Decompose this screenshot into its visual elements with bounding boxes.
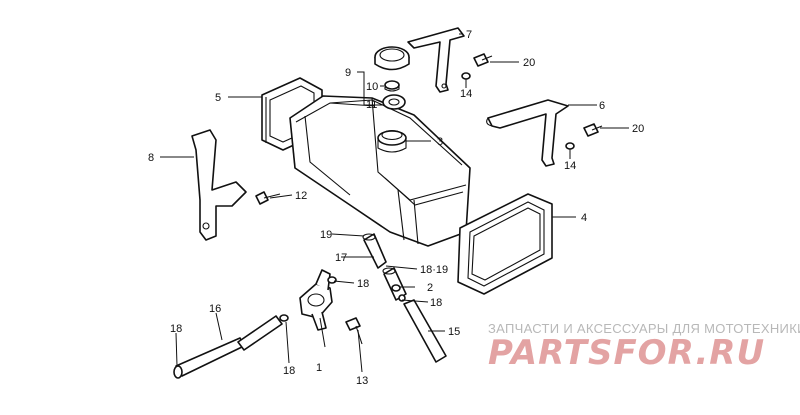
part-17-fuel-joint <box>362 233 387 269</box>
part-14-washer-lower <box>565 142 575 150</box>
callout-14-upper: 14 <box>460 88 472 100</box>
part-20-bolt-lower <box>583 123 603 137</box>
callout-11: 11 <box>366 99 377 111</box>
callout-6: 6 <box>599 100 605 112</box>
callout-1: 1 <box>316 362 322 374</box>
part-7-upper-bracket <box>407 27 465 93</box>
part-12-bolt <box>255 191 281 205</box>
callout-7: 7 <box>466 29 472 41</box>
callout-14-lower: 14 <box>564 160 576 172</box>
callout-18-joint: 18 <box>357 278 369 290</box>
callout-2: 2 <box>427 282 433 294</box>
watermark-caption: ЗАПЧАСТИ И АКСЕССУАРЫ ДЛЯ МОТОТЕХНИКИ <box>488 321 800 336</box>
part-3-fuel-tank <box>289 95 471 247</box>
part-2-fuel-filter <box>382 267 407 302</box>
callout-13: 13 <box>356 375 368 387</box>
callout-10: 10 <box>366 81 378 93</box>
callout-4: 4 <box>581 212 587 224</box>
callout-16: 16 <box>209 303 221 315</box>
part-15-fuel-hose <box>403 299 447 363</box>
callout-15: 15 <box>448 326 460 338</box>
callout-8: 8 <box>148 152 154 164</box>
callout-18-hose: 18 <box>170 323 182 335</box>
part-11-washer <box>382 94 406 110</box>
part-9-fuel-cap <box>374 46 410 71</box>
part-6-lower-bracket <box>486 99 569 167</box>
part-4-rubber-frame <box>457 193 553 295</box>
callout-17: 17 <box>335 252 347 264</box>
callout-18-19: 18·19 <box>420 264 448 276</box>
callout-20-lower: 20 <box>632 123 644 135</box>
watermark-logo: PARTSFOR.RU <box>488 333 765 373</box>
callout-18-filter: 18 <box>430 297 442 309</box>
callout-12: 12 <box>295 190 307 202</box>
part-20-bolt-upper <box>473 53 493 67</box>
part-13-bolt <box>345 317 363 345</box>
part-10-cap-gasket <box>384 80 400 92</box>
part-8-left-bracket <box>191 129 247 241</box>
callout-5: 5 <box>215 92 221 104</box>
part-14-washer-upper <box>461 72 471 80</box>
callout-9: 9 <box>345 67 351 79</box>
callout-3: 3 <box>437 136 443 148</box>
part-18-clip-small <box>279 276 401 322</box>
part-16-fuel-hose <box>173 315 283 379</box>
callout-18-cock: 18 <box>283 365 295 377</box>
part-1-fuel-cock <box>299 269 333 331</box>
callout-19: 19 <box>320 229 332 241</box>
callout-20-upper: 20 <box>523 57 535 69</box>
leader-lines <box>160 33 629 373</box>
callout-labels: 1 2 3 4 5 6 7 8 9 10 11 12 13 14 14 15 1… <box>148 29 644 387</box>
